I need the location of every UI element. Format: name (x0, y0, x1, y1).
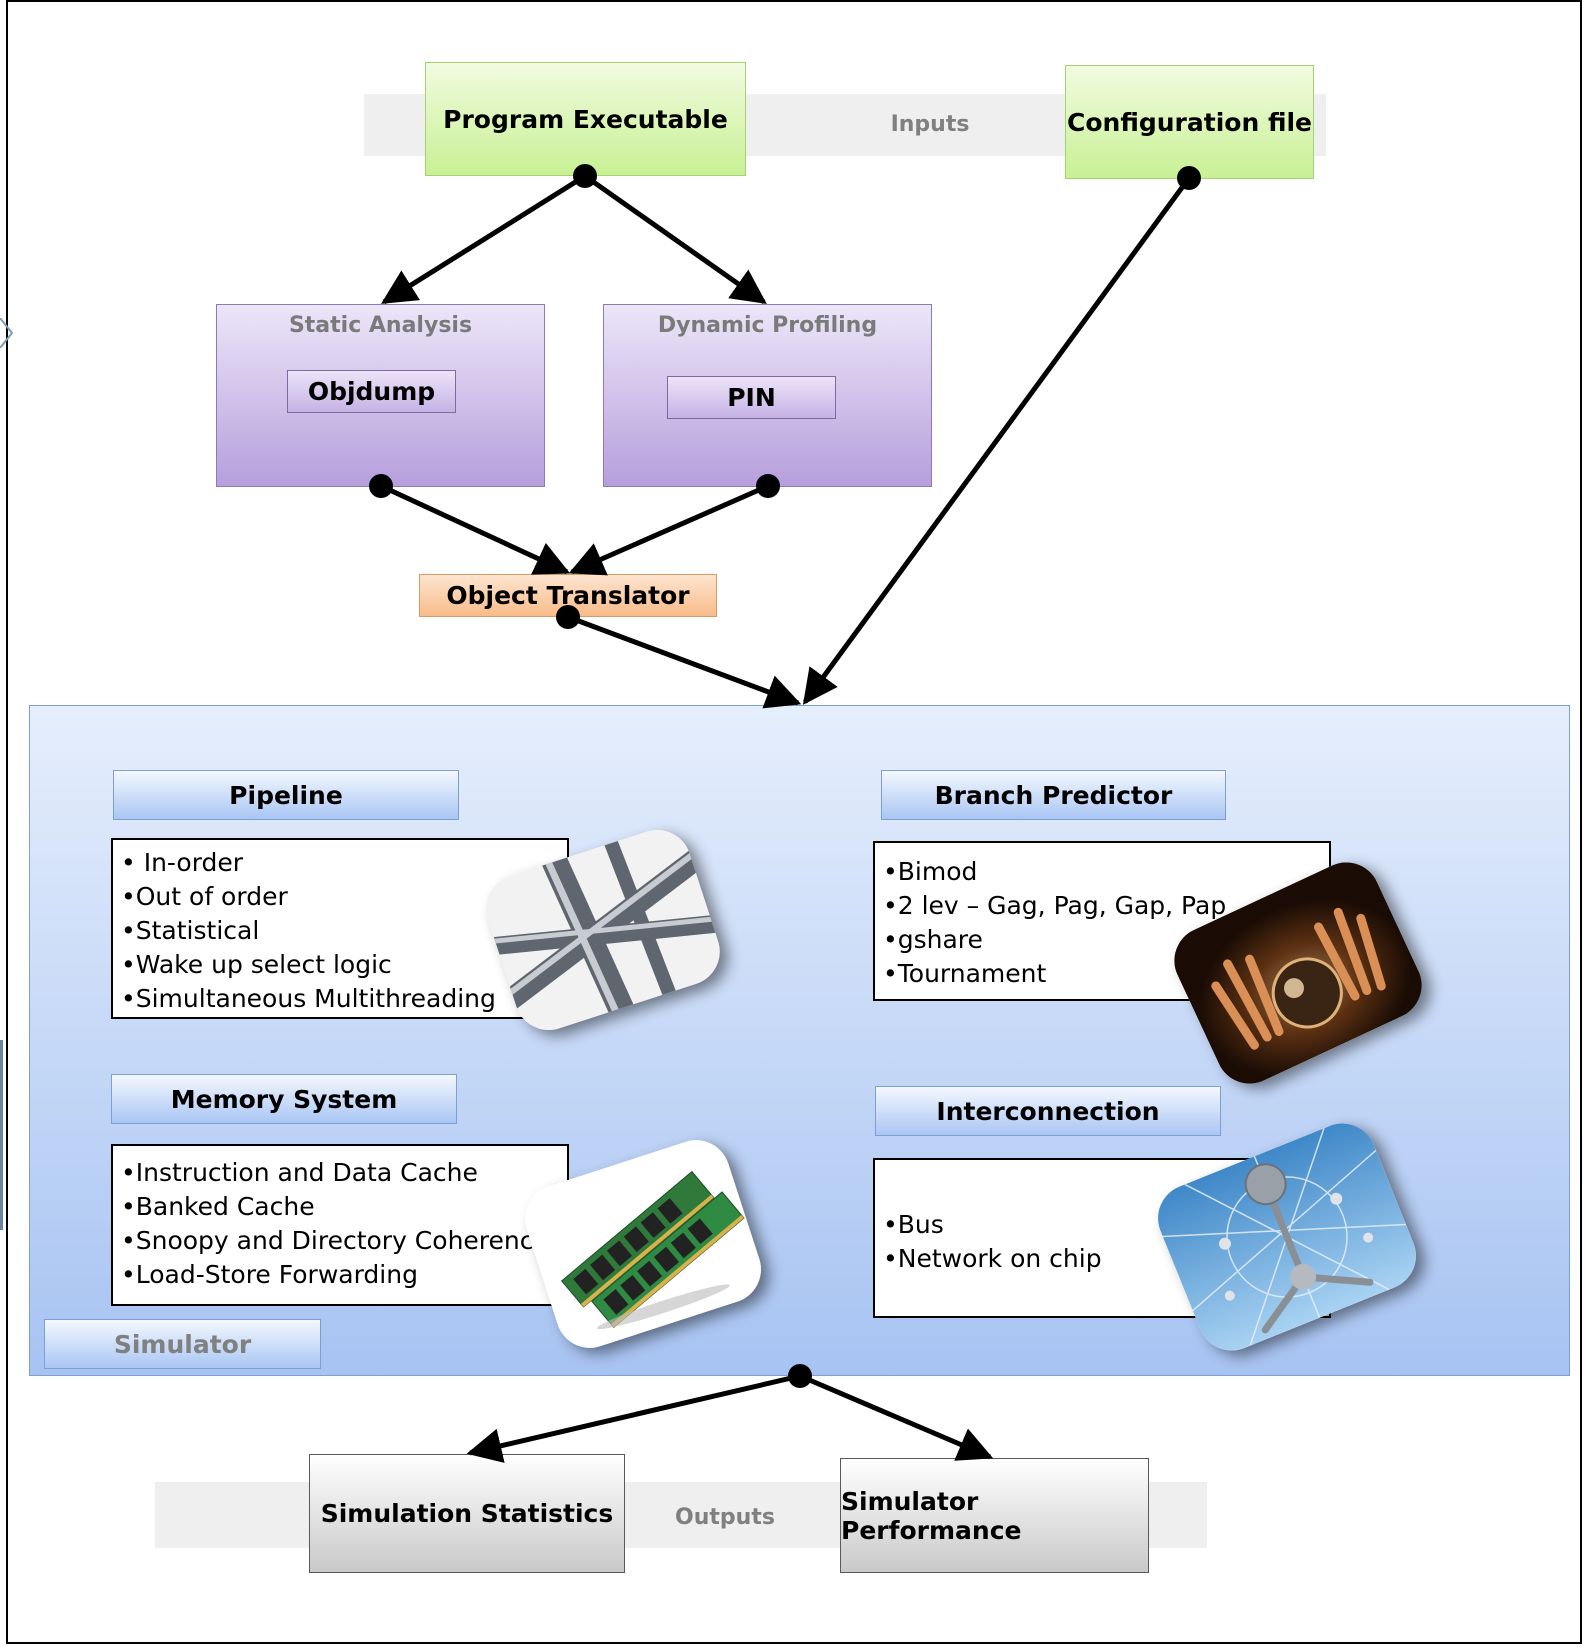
pipes-image (477, 821, 729, 1039)
simulator-label: Simulator (44, 1319, 321, 1369)
pin-box: PIN (667, 376, 836, 419)
network-image (1147, 1113, 1427, 1361)
dynamic-profiling-title: Dynamic Profiling (657, 313, 878, 338)
branch-predictor-header: Branch Predictor (881, 770, 1226, 820)
list-item: •gshare (883, 925, 983, 954)
list-item: •Banked Cache (121, 1192, 315, 1221)
list-item: •Out of order (121, 882, 288, 911)
simulation-statistics-box: Simulation Statistics (309, 1454, 625, 1573)
left-edge-chevron-icon (0, 318, 14, 348)
list-item: • In-order (121, 848, 244, 877)
left-edge-fragment (0, 1040, 8, 1230)
crystal-ball-image (1163, 851, 1433, 1095)
program-executable-box: Program Executable (425, 62, 746, 176)
memory-system-header: Memory System (111, 1074, 457, 1124)
memory-system-list: •Instruction and Data Cache •Banked Cach… (111, 1144, 569, 1306)
simulator-performance-box: Simulator Performance (840, 1458, 1149, 1573)
ram-modules-image (516, 1131, 770, 1357)
object-translator-box: Object Translator (419, 574, 717, 617)
objdump-box: Objdump (287, 370, 456, 413)
pipeline-header: Pipeline (113, 770, 459, 820)
list-item: •Statistical (121, 916, 260, 945)
outputs-band-label: Outputs (675, 1505, 775, 1530)
configuration-file-box: Configuration file (1065, 65, 1314, 179)
list-item: •2 lev – Gag, Pag, Gap, Pap (883, 891, 1227, 920)
list-item: •Instruction and Data Cache (121, 1158, 478, 1187)
list-item: •Load-Store Forwarding (121, 1260, 418, 1289)
inputs-band-label: Inputs (890, 112, 970, 137)
list-item: •Bus (883, 1210, 944, 1239)
interconnection-header: Interconnection (875, 1086, 1221, 1136)
list-item: •Tournament (883, 959, 1047, 988)
list-item: •Snoopy and Directory Coherence (121, 1226, 549, 1255)
list-item: •Wake up select logic (121, 950, 392, 979)
list-item: •Network on chip (883, 1244, 1102, 1273)
list-item: •Simultaneous Multithreading (121, 984, 496, 1013)
list-item: •Bimod (883, 857, 978, 886)
static-analysis-title: Static Analysis (288, 313, 473, 338)
